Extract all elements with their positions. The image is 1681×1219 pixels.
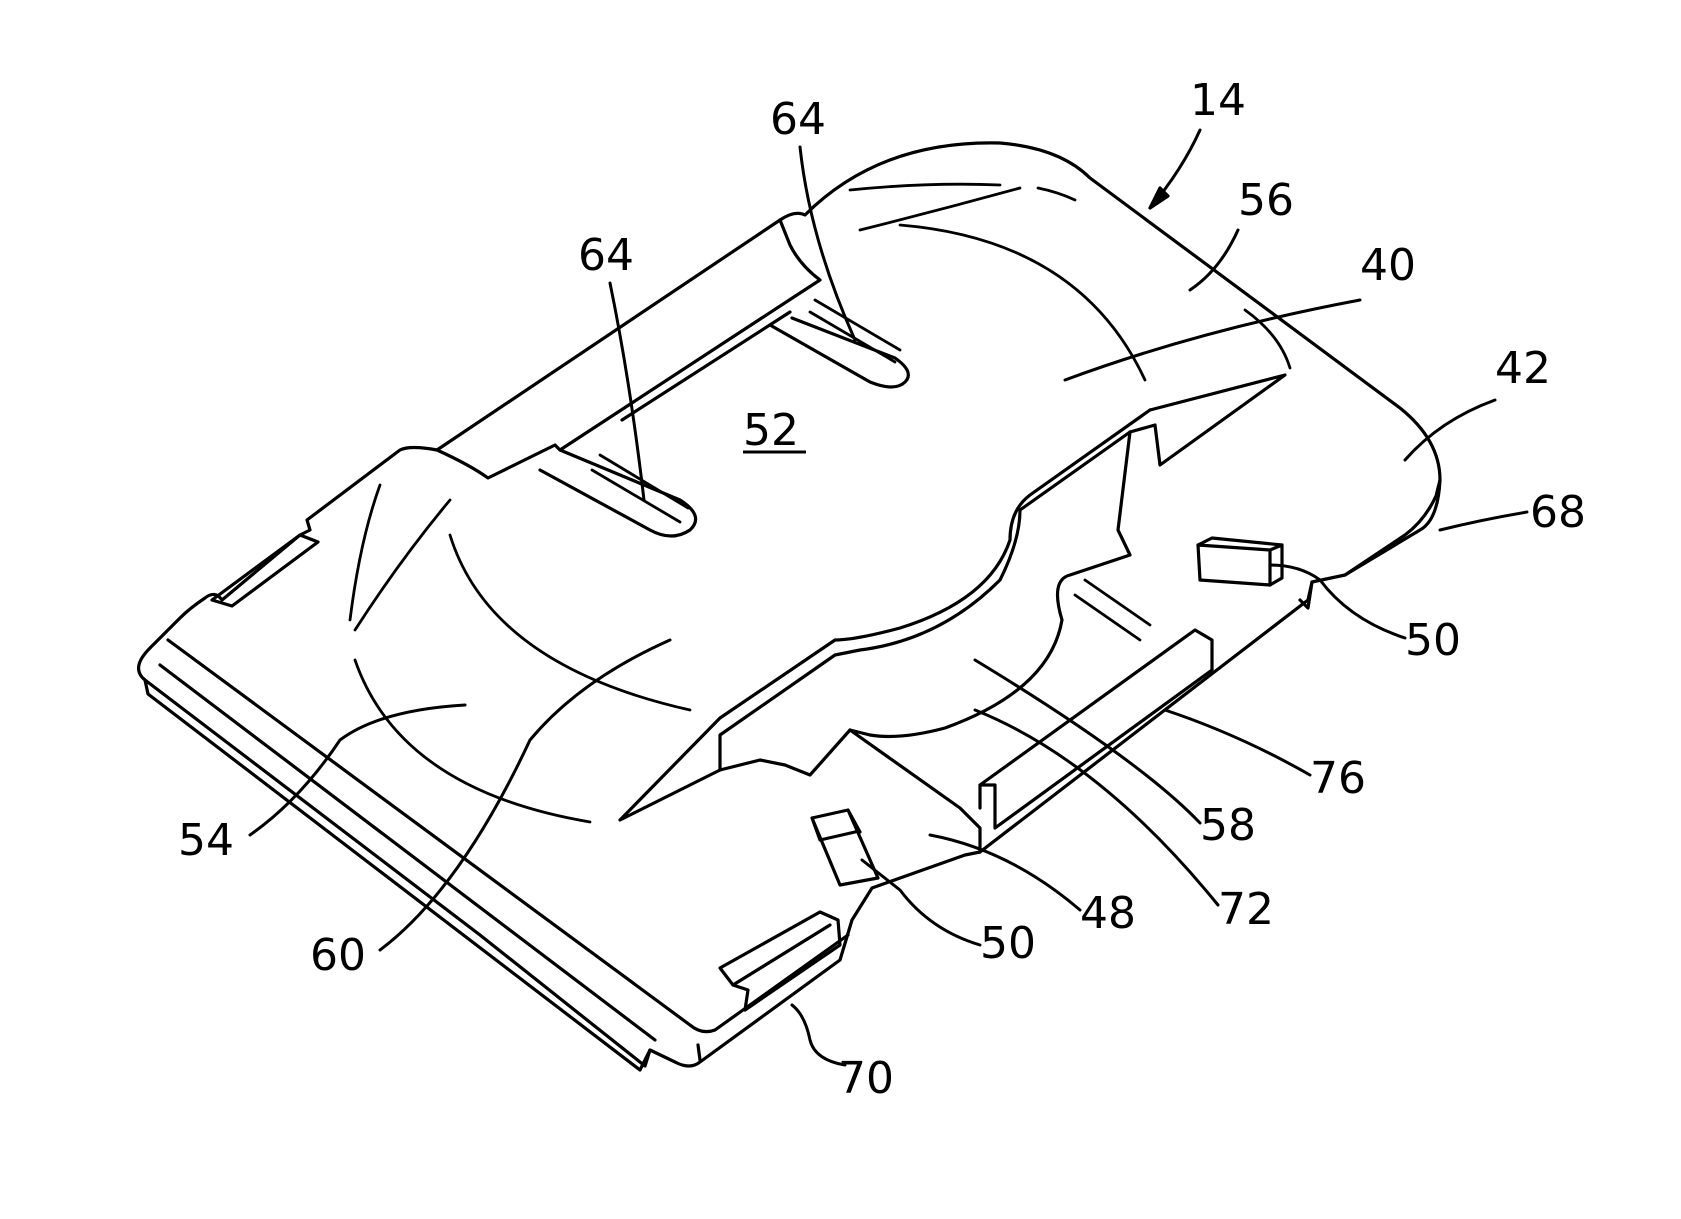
slot-64-lower xyxy=(540,450,696,536)
label-50-right: 50 xyxy=(1405,615,1461,666)
label-58: 58 xyxy=(1200,800,1256,851)
label-64-lower: 64 xyxy=(578,230,634,281)
contour-left-3 xyxy=(450,535,690,710)
front-clip xyxy=(720,912,840,1010)
label-54: 54 xyxy=(178,815,234,866)
label-64-upper: 64 xyxy=(770,94,826,145)
leader-76 xyxy=(1165,710,1310,775)
contour-dome-40 xyxy=(900,225,1145,380)
front-rail-line-2 xyxy=(160,665,655,1040)
label-72: 72 xyxy=(1218,884,1274,935)
label-68: 68 xyxy=(1530,487,1586,538)
leader-58 xyxy=(975,660,1200,823)
back-rail-line-2 xyxy=(622,312,790,420)
groove-76 xyxy=(1085,580,1150,625)
label-42: 42 xyxy=(1495,343,1551,394)
label-76: 76 xyxy=(1310,753,1366,804)
label-70: 70 xyxy=(838,1053,894,1104)
tab-50-right xyxy=(1198,538,1282,585)
cutaway-jagged-left xyxy=(720,730,870,775)
leader-50-front xyxy=(862,860,980,945)
label-52: 52 xyxy=(743,405,799,456)
leader-48 xyxy=(930,835,1080,910)
leader-68 xyxy=(1440,512,1527,530)
contour-upper-3 xyxy=(860,188,1020,230)
tab-50-front xyxy=(812,810,878,885)
cutaway-upper-face xyxy=(620,410,1150,820)
label-14: 14 xyxy=(1190,75,1246,126)
contour-upper-1 xyxy=(850,184,1000,190)
groove-76-b xyxy=(1075,595,1140,640)
contour-upper-2 xyxy=(1038,188,1075,200)
front-rail-step xyxy=(690,935,848,1032)
cutaway-upper-ramp xyxy=(1130,375,1285,465)
label-40: 40 xyxy=(1360,240,1416,291)
lower-rail xyxy=(850,730,980,852)
label-48: 48 xyxy=(1080,888,1136,939)
leader-40 xyxy=(1065,300,1360,380)
contour-left-4 xyxy=(355,660,590,822)
front-edge-notch xyxy=(698,1045,700,1060)
label-56: 56 xyxy=(1238,175,1294,226)
leader-64-upper xyxy=(800,147,855,340)
front-rail-line-1 xyxy=(168,640,690,1025)
label-50-front: 50 xyxy=(980,918,1036,969)
leader-42 xyxy=(1405,400,1495,460)
label-60: 60 xyxy=(310,930,366,981)
